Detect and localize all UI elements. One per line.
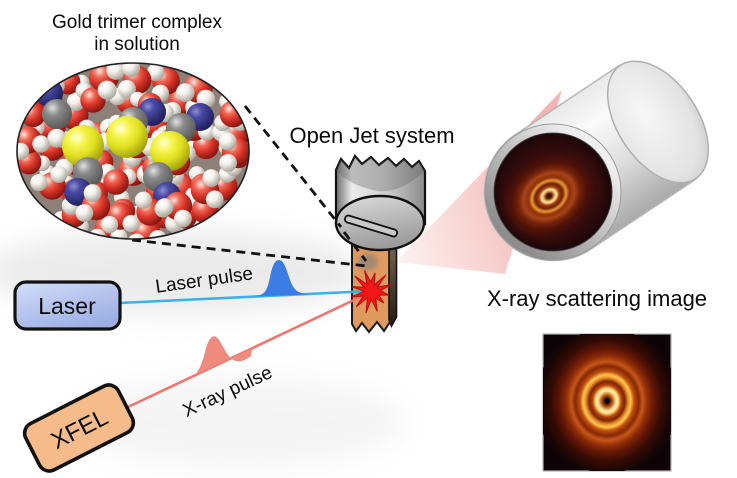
laser-pulse-curve bbox=[253, 260, 310, 297]
title-line2: in solution bbox=[94, 34, 180, 55]
detector-cylinder bbox=[483, 60, 710, 262]
nozzle-outlet-face bbox=[334, 194, 426, 252]
interaction-starburst bbox=[350, 270, 392, 314]
dashed-line-upper bbox=[243, 105, 343, 228]
xray-beam bbox=[127, 290, 372, 409]
scattering-image bbox=[542, 333, 672, 472]
magnifier-ellipse-outline bbox=[16, 62, 250, 240]
detector-face-shade bbox=[494, 133, 612, 251]
nozzle-torn-shading bbox=[336, 156, 425, 192]
nozzle-slit bbox=[344, 214, 398, 238]
dashed-line-lower bbox=[131, 238, 368, 268]
xray-pulse-curve bbox=[185, 336, 252, 380]
beam-stop-dot bbox=[604, 398, 610, 404]
title-line1: Gold trimer complex bbox=[52, 12, 222, 33]
laser-box-label: Laser bbox=[38, 293, 96, 319]
magnifier-dashed-lines bbox=[131, 105, 368, 268]
xfel-box: XFEL bbox=[22, 383, 136, 473]
laser-beam bbox=[118, 289, 372, 305]
jet-nozzle bbox=[334, 154, 427, 252]
open-jet-label: Open Jet system bbox=[289, 123, 454, 148]
soft-shadow bbox=[75, 376, 405, 468]
dashed-line-short bbox=[342, 231, 368, 262]
laser-box: Laser bbox=[13, 280, 122, 331]
probed-spot bbox=[358, 253, 378, 271]
cylinder-back-cap bbox=[606, 60, 710, 184]
scattering-image-label: X-ray scattering image bbox=[487, 286, 707, 311]
